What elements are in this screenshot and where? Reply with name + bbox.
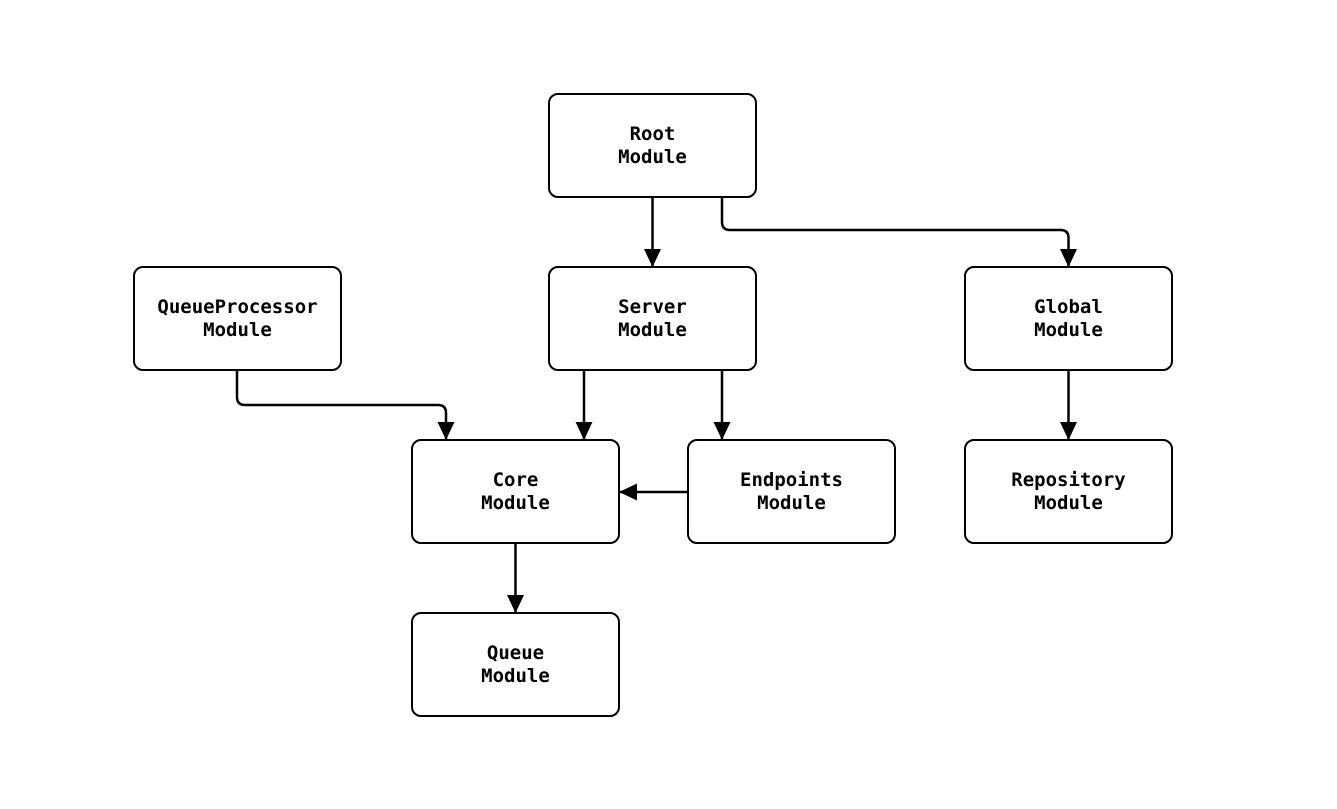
node-label-line: Endpoints xyxy=(740,468,843,491)
node-label-line: QueueProcessor xyxy=(157,295,318,318)
node-label-line: Module xyxy=(203,318,272,341)
node-label-line: Global xyxy=(1034,295,1103,318)
node-label-line: Module xyxy=(481,664,550,687)
node-label-line: Queue xyxy=(486,641,545,664)
edge-root-module-to-global-module xyxy=(720,198,1077,267)
node-label-line: Server xyxy=(618,295,687,318)
node-label-line: Module xyxy=(1034,318,1103,341)
edge-group xyxy=(235,198,1077,613)
node-label-line: Module xyxy=(757,491,826,514)
node-label-line: Module xyxy=(618,145,687,168)
node-label-line: Root xyxy=(629,122,676,145)
edge-queueprocessor-module-to-core-module xyxy=(235,371,455,440)
node-label-line: Module xyxy=(1034,491,1103,514)
node-label-line: Core xyxy=(492,468,539,491)
node-label-line: Module xyxy=(618,318,687,341)
node-label-line: Repository xyxy=(1011,468,1126,491)
node-label-line: Module xyxy=(481,491,550,514)
